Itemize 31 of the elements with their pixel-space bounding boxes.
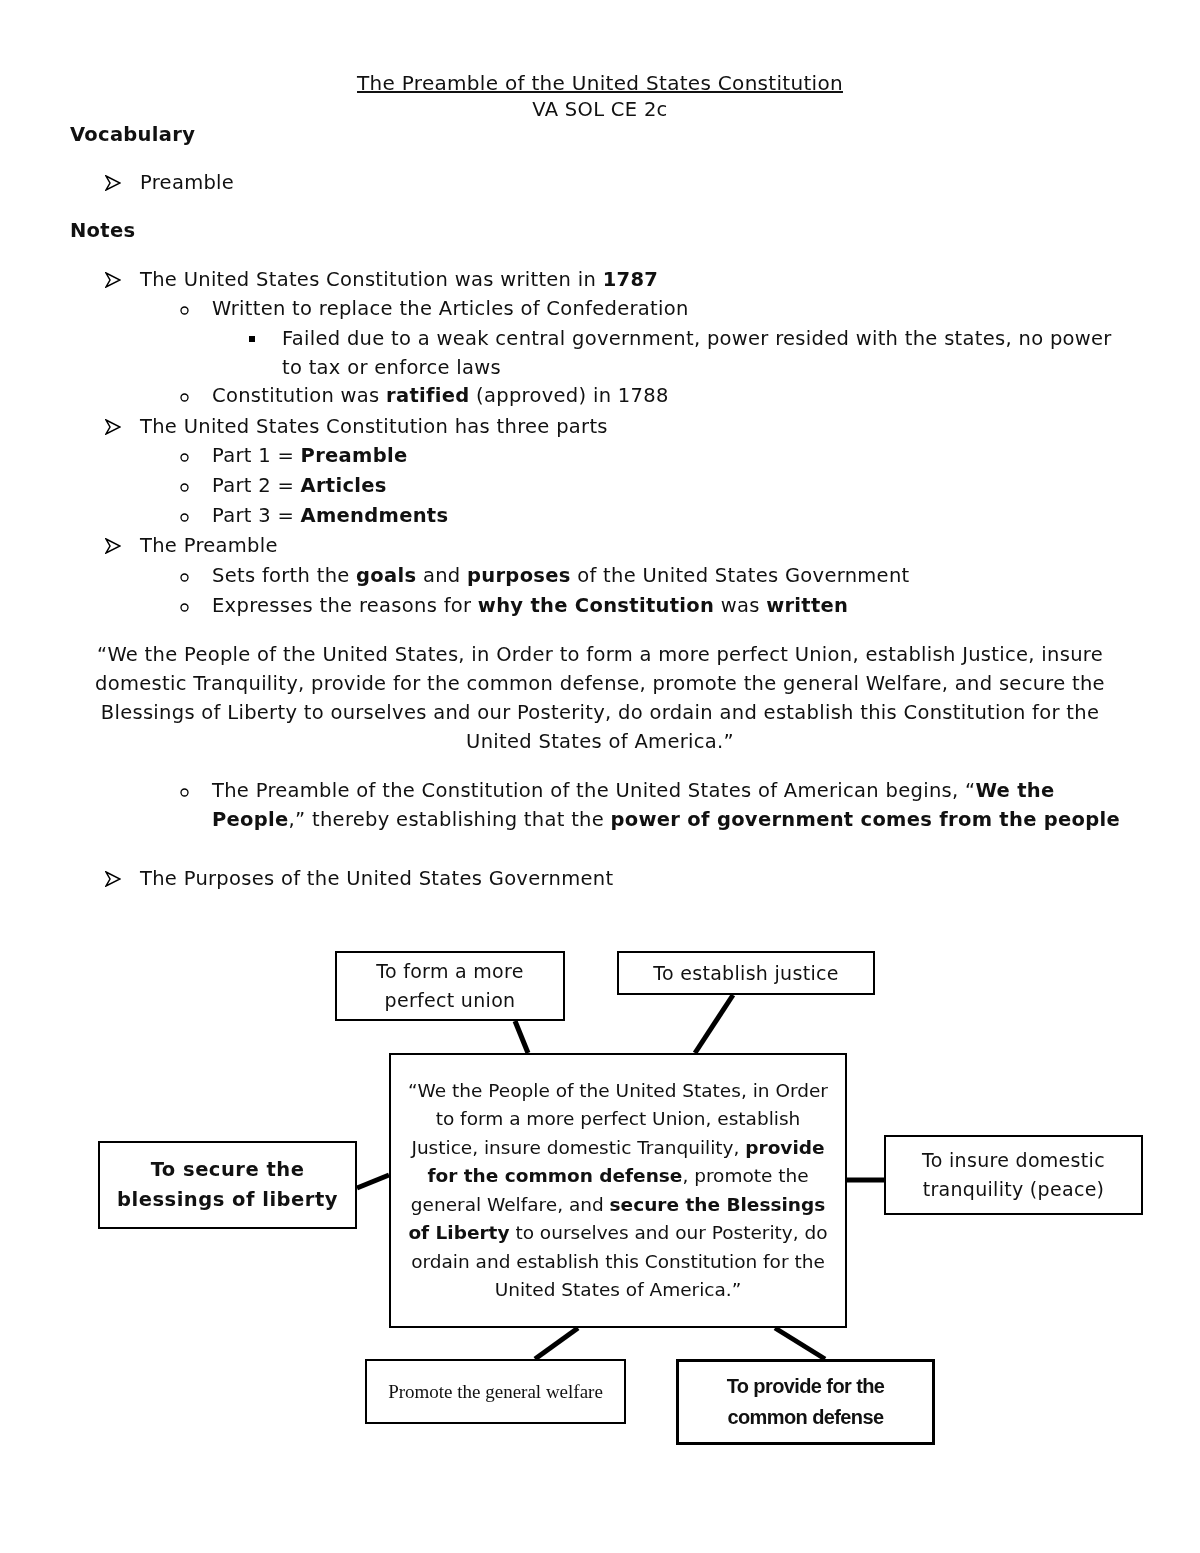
purpose-box: To establish justice <box>617 951 875 995</box>
connector-line <box>356 1172 390 1191</box>
subtitle: VA SOL CE 2c <box>531 97 669 123</box>
purpose-box: To form a more perfect union <box>335 951 565 1021</box>
connector-line <box>512 1020 531 1054</box>
section-heading: Notes <box>70 218 137 244</box>
note-text: Part 2 = Articles <box>212 473 388 499</box>
connector-line <box>692 993 736 1055</box>
quote-text: “We the People of the United States, in Order to form a more perfect Union, establish Justice, insure domestic Tranquility, provide for the common defense, promote the general Welfare, and secure the Blessings of Liberty to ourselves and our Posterity, do ordain and establish this Constitution for the United States of America.” <box>94 642 1106 755</box>
note-text: The Preamble <box>140 533 279 559</box>
purpose-box: To secure the blessings of liberty <box>98 1141 357 1229</box>
note-text: Preamble <box>140 170 236 196</box>
connector-line <box>533 1325 580 1362</box>
note-text: The United States Constitution has three parts <box>140 414 609 440</box>
note-text: Part 1 = Preamble <box>212 443 409 469</box>
note-text: Constitution was ratified (approved) in 1788 <box>212 383 670 409</box>
preamble-box: “We the People of the United States, in Order to form a more perfect Union, establish Justice, insure domestic Tranquility, provide for the common defense, promote the general Welfare, and secure the Blessings of Liberty to ourselves and our Posterity, do ordain and establish this Constitution for the United States of America.” <box>389 1053 847 1328</box>
purpose-box: To insure domestic tranquility (peace) <box>884 1135 1143 1215</box>
section-heading: Vocabulary <box>70 122 197 148</box>
purpose-box: To provide for the common defense <box>676 1359 935 1445</box>
note-text: Written to replace the Articles of Confederation <box>212 296 690 322</box>
title: The Preamble of the United States Constitution <box>356 70 844 97</box>
note-text: Expresses the reasons for why the Constitution was written <box>212 593 850 619</box>
purpose-box: Promote the general welfare <box>365 1359 626 1424</box>
note-text: Part 3 = Amendments <box>212 503 450 529</box>
note-text: The Purposes of the United States Government <box>140 866 615 892</box>
connector-line <box>847 1177 884 1183</box>
connector-line <box>773 1325 827 1362</box>
note-text: The United States Constitution was written in 1787 <box>140 267 660 293</box>
note-text: Sets forth the goals and purposes of the United States Government <box>212 563 911 589</box>
note-text: The Preamble of the Constitution of the United States of American begins, “We the People,” thereby establishing that the power of government comes from the people <box>212 778 1121 833</box>
